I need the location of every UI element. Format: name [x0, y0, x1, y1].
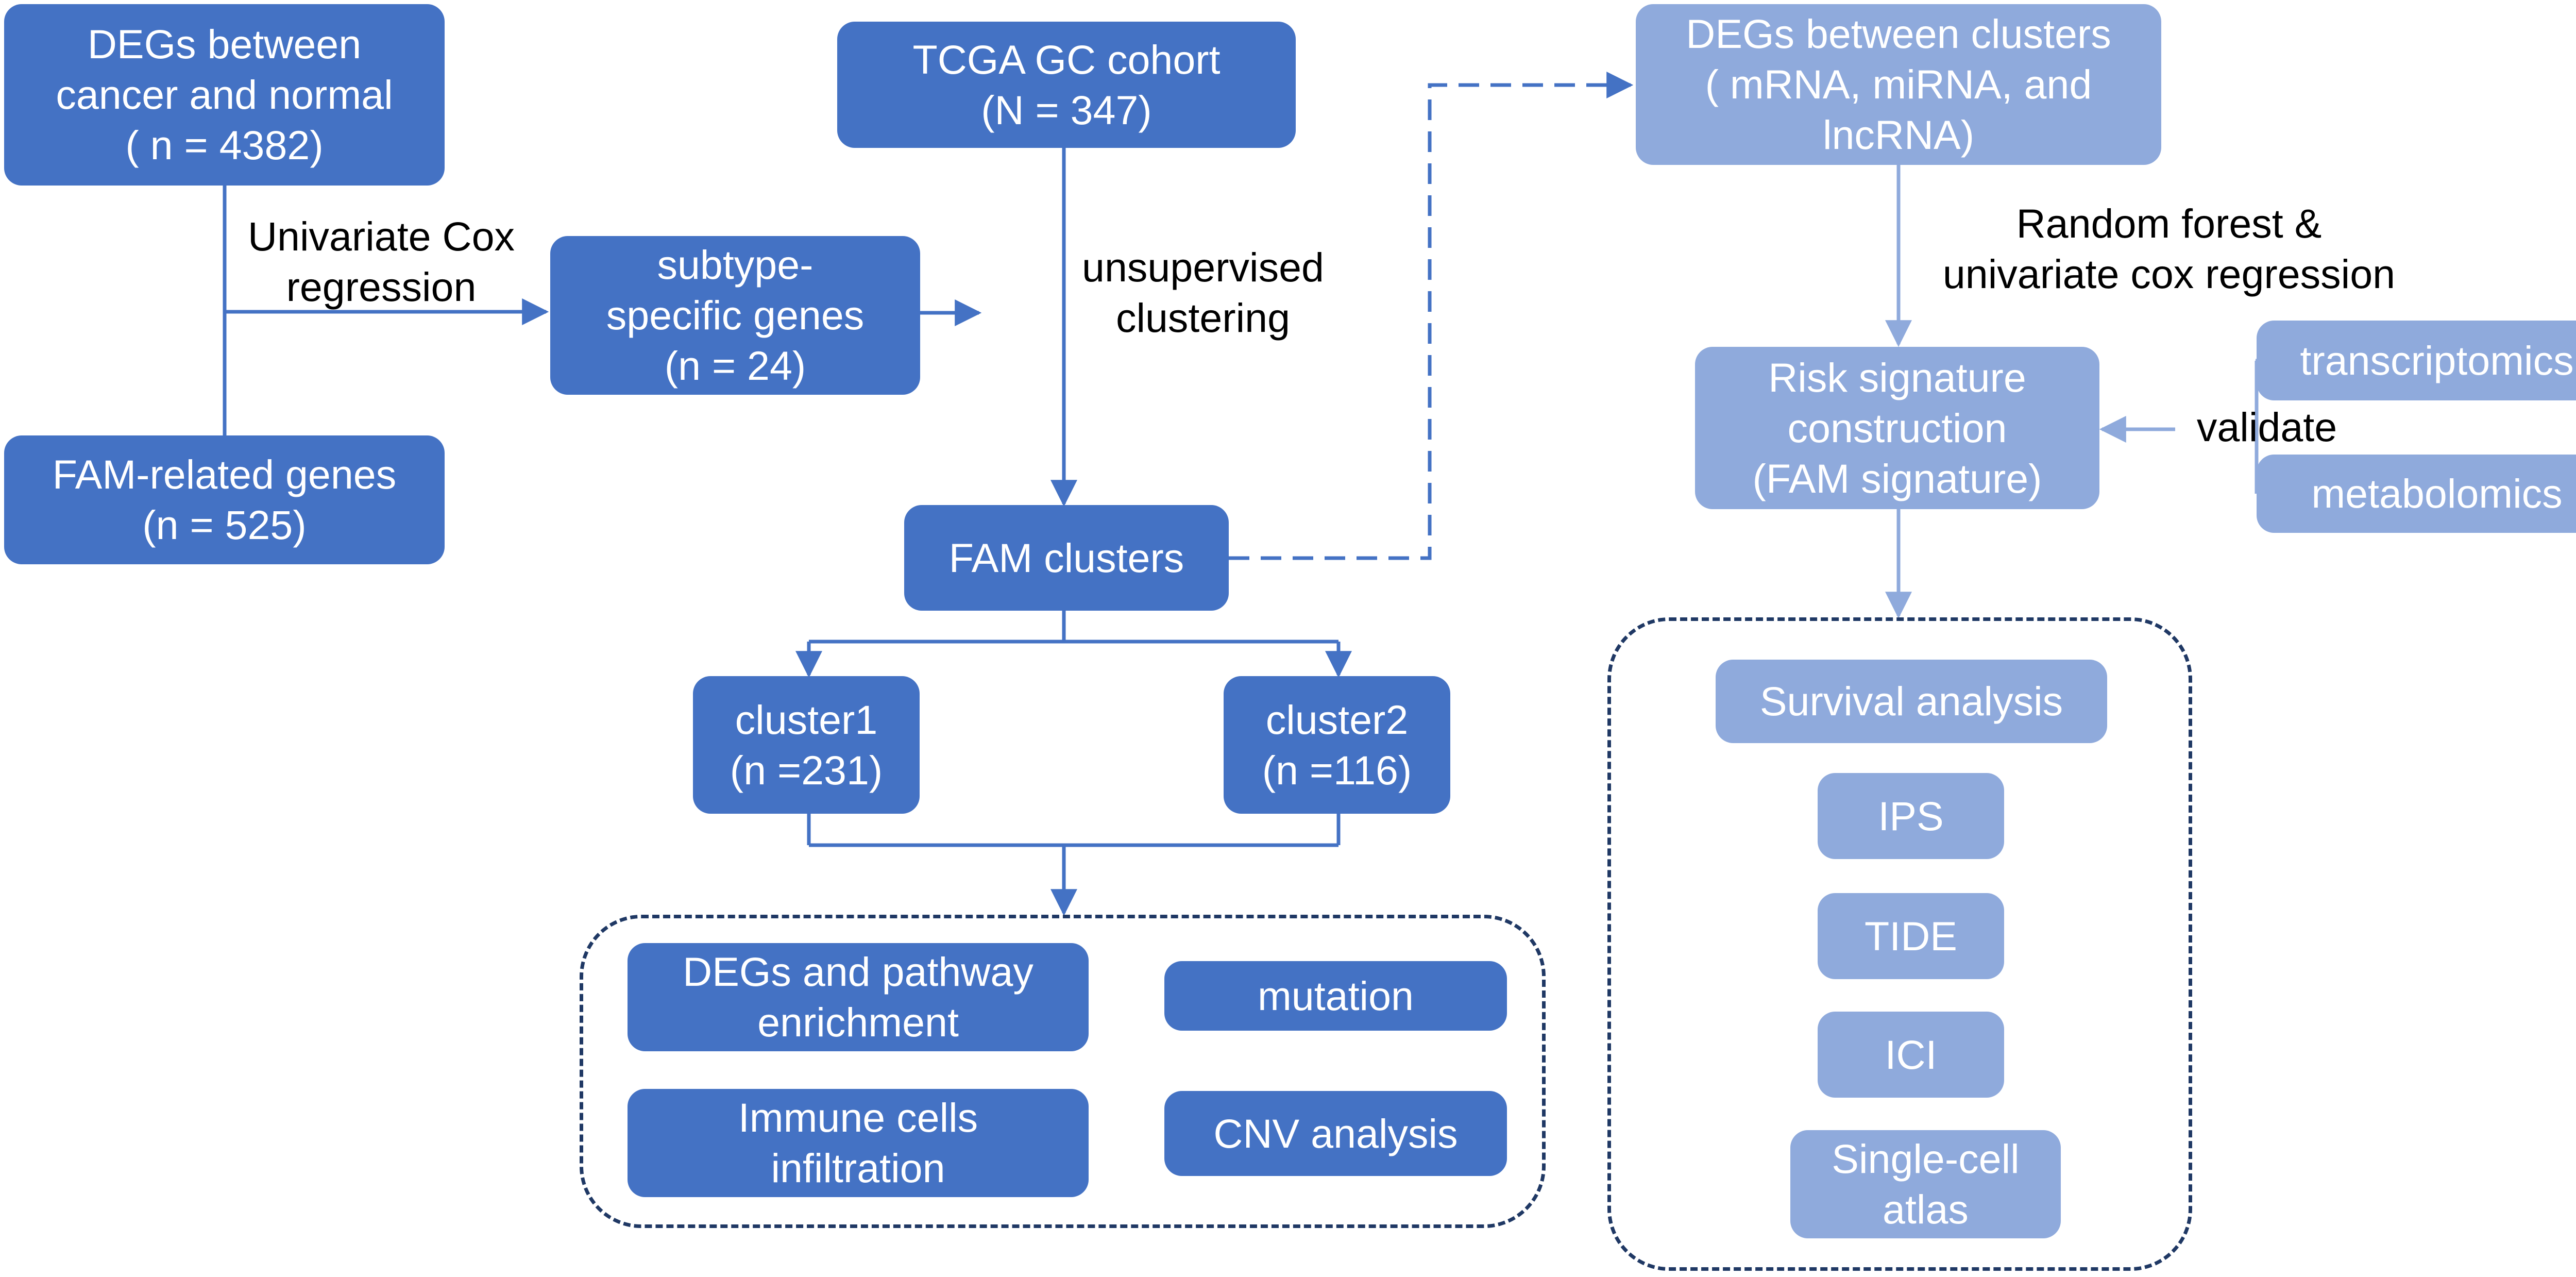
immune-cells-box: Immune cells infiltration: [628, 1089, 1089, 1197]
tcga-cohort-box: TCGA GC cohort (N = 347): [837, 22, 1296, 148]
degs-pathway-box: DEGs and pathway enrichment: [628, 943, 1089, 1051]
cluster-analysis-frame: [580, 915, 1546, 1228]
transcriptomics-box: transcriptomics: [2257, 321, 2576, 400]
degs-cancer-normal-box: DEGs between cancer and normal ( n = 438…: [4, 4, 445, 186]
ici-box: ICI: [1818, 1012, 2004, 1098]
risk-signature-box: Risk signature construction (FAM signatu…: [1695, 347, 2099, 509]
cnv-analysis-box: CNV analysis: [1164, 1091, 1507, 1176]
validate-label: validate: [2196, 404, 2337, 450]
survival-analysis-box: Survival analysis: [1716, 660, 2107, 743]
signature-analysis-frame: [1607, 617, 2192, 1271]
cluster1-box: cluster1 (n =231): [693, 676, 920, 814]
clusters-to-degs-dashed-arrow: [1229, 72, 1634, 560]
tide-box: TIDE: [1818, 893, 2004, 979]
left-bracket-connector: [223, 186, 549, 435]
univariate-cox-label: Univariate Cox regression: [247, 213, 515, 310]
cluster-split-connector: [795, 609, 1352, 678]
degs-between-clusters-box: DEGs between clusters ( mRNA, miRNA, and…: [1636, 4, 2161, 165]
cluster-merge-connector: [807, 813, 1341, 916]
subtype-specific-genes-box: subtype- specific genes (n = 24): [550, 236, 920, 395]
mutation-box: mutation: [1164, 961, 1507, 1031]
fam-clusters-box: FAM clusters: [904, 505, 1229, 611]
unsupervised-clustering-label: unsupervised clustering: [1082, 244, 1324, 341]
single-cell-atlas-box: Single-cell atlas: [1790, 1130, 2061, 1238]
cluster2-box: cluster2 (n =116): [1224, 676, 1450, 814]
fam-related-genes-box: FAM-related genes (n = 525): [4, 435, 445, 564]
random-forest-label: Random forest & univariate cox regressio…: [1942, 200, 2396, 297]
ips-box: IPS: [1818, 773, 2004, 859]
metabolomics-box: metabolomics: [2257, 455, 2576, 533]
